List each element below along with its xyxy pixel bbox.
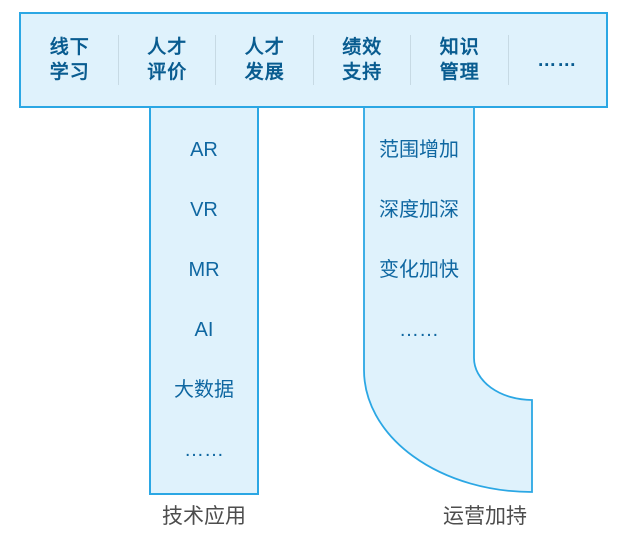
- tech-item: VR: [190, 199, 218, 221]
- module-bar-item-label: 知识 管理: [439, 37, 480, 83]
- ops-item: ……: [399, 319, 439, 341]
- module-bar-item-knowledge-management: 知识 管理: [411, 14, 509, 106]
- ops-item: 范围增加: [379, 139, 459, 161]
- module-bar-item-label: 线下 学习: [49, 37, 90, 83]
- tech-caption: 技术应用: [162, 505, 246, 528]
- module-bar-item-ellipsis: ……: [509, 14, 607, 106]
- tech-column: AR VR MR AI 大数据 ……: [149, 108, 259, 495]
- tech-item: MR: [188, 259, 220, 281]
- module-bar-item-performance-support: 绩效 支持: [314, 14, 412, 106]
- module-bar-item-label: 人才 评价: [147, 37, 188, 83]
- ops-caption: 运营加持: [443, 505, 527, 528]
- module-bar-item-talent-evaluation: 人才 评价: [119, 14, 217, 106]
- ops-item: 深度加深: [379, 199, 459, 221]
- module-bar-item-talent-development: 人才 发展: [216, 14, 314, 106]
- module-bar: 线下 学习 人才 评价 人才 发展 绩效 支持 知识 管理 ……: [19, 12, 608, 108]
- module-bar-item-offline-learning: 线下 学习: [21, 14, 119, 106]
- ops-item: 变化加快: [379, 259, 459, 281]
- module-bar-item-label: 人才 发展: [244, 37, 285, 83]
- tech-item: 大数据: [174, 379, 234, 401]
- module-bar-item-label: ……: [537, 49, 578, 71]
- tech-item: AR: [190, 139, 218, 161]
- tech-item: ……: [184, 439, 224, 461]
- ops-column: 范围增加 深度加深 变化加快 ……: [364, 108, 474, 368]
- tech-item: AI: [194, 319, 214, 341]
- module-bar-item-label: 绩效 支持: [342, 37, 383, 83]
